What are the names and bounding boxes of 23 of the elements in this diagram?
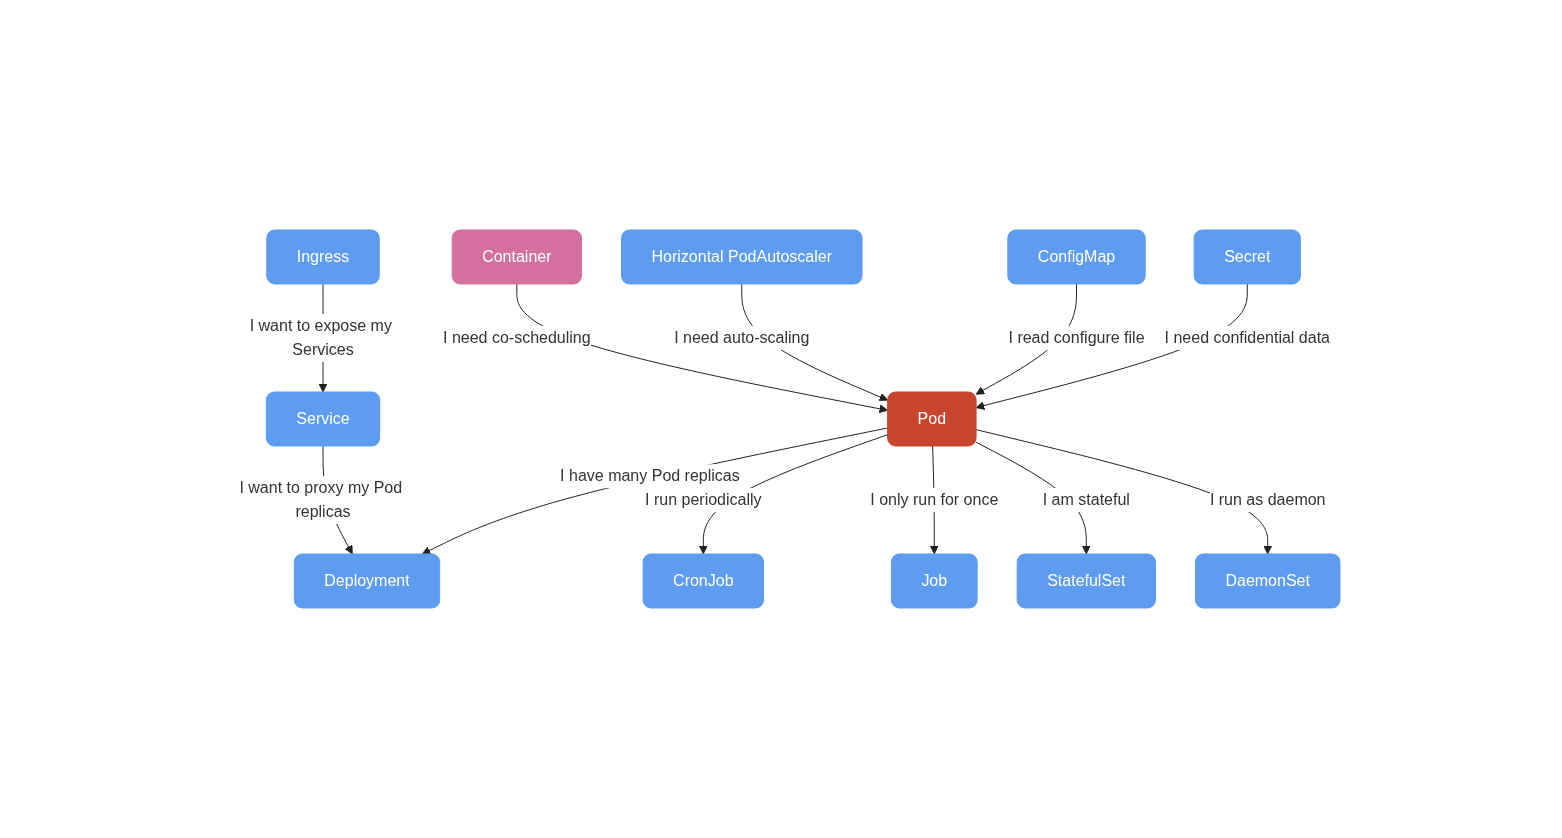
edge-label: I have many Pod replicas	[559, 467, 740, 485]
node-box: Ingress	[265, 229, 380, 285]
node-box: CronJob	[642, 553, 764, 609]
node-box: ConfigMap	[1006, 229, 1146, 285]
edge-label: I only run for once	[869, 490, 998, 508]
edge-label: I want to expose my Services	[249, 317, 392, 358]
edge-label: I want to proxy my Pod replicas	[238, 478, 402, 520]
node-box: Horizontal PodAutoscaler	[620, 229, 863, 285]
edge-label: I need co-scheduling	[442, 329, 591, 346]
edge-label: I run as daemon	[1209, 490, 1326, 508]
node-box: Job	[890, 553, 978, 609]
node-box: Secret	[1193, 229, 1301, 285]
edge-label: I need auto-scaling	[673, 329, 809, 346]
edge-label: I need confidential data	[1164, 329, 1330, 346]
node-box: StatefulSet	[1016, 553, 1156, 609]
node-box: Service	[265, 391, 380, 447]
node-box: Deployment	[293, 553, 440, 609]
node-box: Container	[451, 229, 582, 285]
node-box: Pod	[886, 391, 977, 447]
edge-label: I read configure file	[1008, 329, 1145, 346]
edge-label: I run periodically	[644, 490, 762, 508]
edge-label: I am stateful	[1042, 490, 1130, 508]
node-box: DaemonSet	[1194, 553, 1340, 609]
